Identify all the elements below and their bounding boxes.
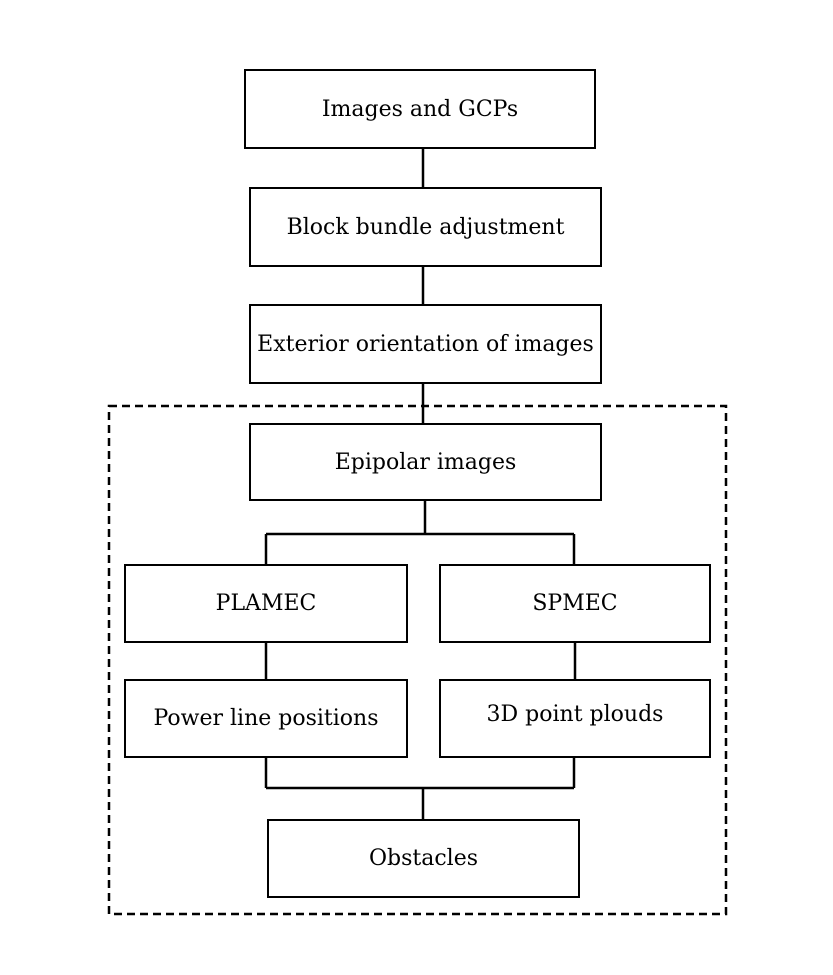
node-plamec: PLAMEC [124, 564, 408, 643]
node-block-bundle-label: Block bundle adjustment [286, 214, 565, 240]
node-images-gcps-label: Images and GCPs [321, 96, 519, 122]
node-spmec-label: SPMEC [532, 591, 618, 616]
node-plamec-label: PLAMEC [215, 591, 317, 616]
node-point-clouds-label: 3D point plouds [486, 702, 664, 727]
node-obstacles-label: Obstacles [368, 846, 479, 871]
node-exterior-orientation: Exterior orientation of images [249, 304, 602, 384]
node-epipolar-label: Epipolar images [334, 449, 517, 475]
dashed-region [107, 404, 728, 916]
node-obstacles: Obstacles [267, 819, 580, 898]
node-3d-point-clouds: 3D point plouds [439, 679, 711, 758]
node-power-line-label: Power line positions [153, 706, 379, 731]
node-epipolar-images: Epipolar images [249, 423, 602, 501]
node-power-line-positions: Power line positions [124, 679, 408, 758]
node-block-bundle-adjustment: Block bundle adjustment [249, 187, 602, 267]
node-images-gcps: Images and GCPs [244, 69, 596, 149]
node-spmec: SPMEC [439, 564, 711, 643]
node-exterior-orientation-label: Exterior orientation of images [257, 331, 594, 357]
